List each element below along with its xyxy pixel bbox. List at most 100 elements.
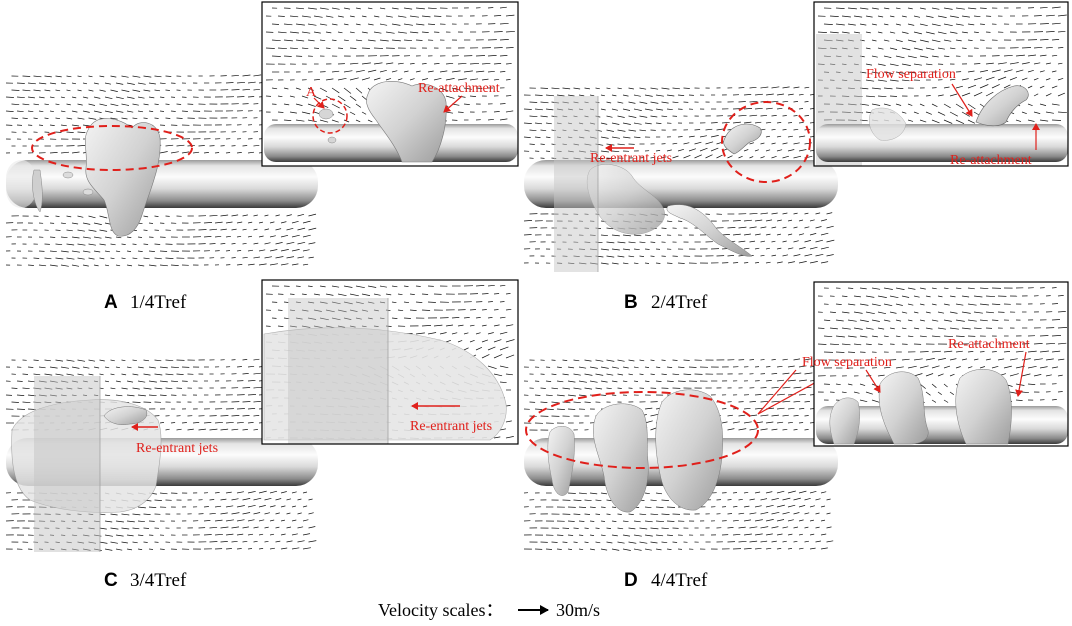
velocity-vector [826,212,833,215]
velocity-vector [154,257,162,260]
velocity-vector [77,145,86,147]
velocity-vector [871,335,878,338]
velocity-vector [562,387,571,390]
velocity-vector [242,429,248,431]
velocity-vector [385,78,392,81]
velocity-vector [55,373,64,376]
velocity-vector [242,401,251,403]
velocity-vector [907,319,913,322]
velocity-vector [721,421,728,424]
velocity-vector [798,365,807,368]
velocity-vector [242,256,248,259]
velocity-vector [253,88,260,91]
velocity-vector [1051,287,1057,289]
velocity-vector [809,519,814,522]
velocity-vector [137,236,143,238]
velocity-vector [258,533,264,536]
velocity-vector [176,103,182,105]
velocity-vector [600,248,609,251]
velocity-vector [955,23,964,26]
velocity-vector [955,103,964,109]
velocity-vector [60,264,69,267]
velocity-vector [247,408,256,410]
velocity-vector [159,366,168,369]
velocity-vector [877,311,887,315]
velocity-vector [600,366,609,369]
velocity-vector [264,242,271,245]
velocity-vector [955,7,965,10]
velocity-vector [55,257,64,260]
velocity-vector [782,240,787,243]
velocity-vector [617,359,625,362]
velocity-vector [727,428,735,431]
velocity-vector [919,383,926,389]
panel-label-c: C 3/4Tref [104,570,187,591]
velocity-vector [677,136,683,138]
velocity-vector [622,380,628,383]
velocity-vector [721,121,730,124]
cylinder-a-end [6,160,36,208]
velocity-vector [644,122,652,125]
velocity-vector [225,533,234,536]
velocity-vector [853,327,863,330]
velocity-vector [683,359,690,361]
velocity-vector [793,128,799,131]
velocity-vector [148,264,157,267]
velocity-vector [253,386,262,389]
plane-b [554,96,598,272]
velocity-vector [242,228,247,231]
velocity-vector [269,249,278,252]
velocity-vector [776,219,782,222]
velocity-vector [505,405,511,407]
velocity-vector [283,55,292,57]
inset-b-cavity [975,85,1029,127]
velocity-vector [231,526,240,529]
velocity-vector [865,31,871,34]
velocity-vector [650,87,659,90]
panel-d [524,369,838,513]
velocity-vector [683,142,690,145]
velocity-vector [337,309,347,313]
velocity-vector [220,243,226,245]
velocity-vector [337,95,346,102]
velocity-vector [258,235,264,238]
cavity-b-cap [723,123,762,155]
velocity-vector [209,499,215,501]
velocity-vector [115,82,124,85]
velocity-vector [600,94,605,97]
velocity-vector [961,295,970,298]
velocity-vector [104,96,113,100]
velocity-vector [985,295,996,298]
velocity-vector [165,75,172,77]
velocity-vector [110,541,118,544]
velocity-vector [804,115,810,117]
velocity-vector [919,351,929,353]
velocity-vector [611,108,618,111]
velocity-vector [901,15,907,18]
velocity-vector [835,7,845,9]
velocity-vector [606,115,613,118]
velocity-vector [782,129,787,131]
velocity-vector [22,103,30,106]
velocity-vector [1057,47,1064,49]
velocity-vector [760,414,769,417]
velocity-vector [600,506,606,508]
velocity-vector [291,249,300,252]
velocity-vector [793,497,801,501]
velocity-vector [979,23,985,25]
velocity-vector [499,71,506,73]
velocity-vector [782,115,787,117]
velocity-vector [236,408,245,410]
velocity-vector [820,519,826,522]
velocity-vector [600,380,608,383]
velocity-vector [534,122,543,125]
velocity-vector [683,373,692,375]
velocity-vector [269,547,275,550]
velocity-vector [765,504,774,508]
velocity-vector [463,70,473,73]
velocity-vector [782,511,790,515]
velocity-vector [203,534,212,536]
velocity-vector [760,387,767,389]
velocity-vector [297,213,305,217]
velocity-vector [66,117,73,120]
